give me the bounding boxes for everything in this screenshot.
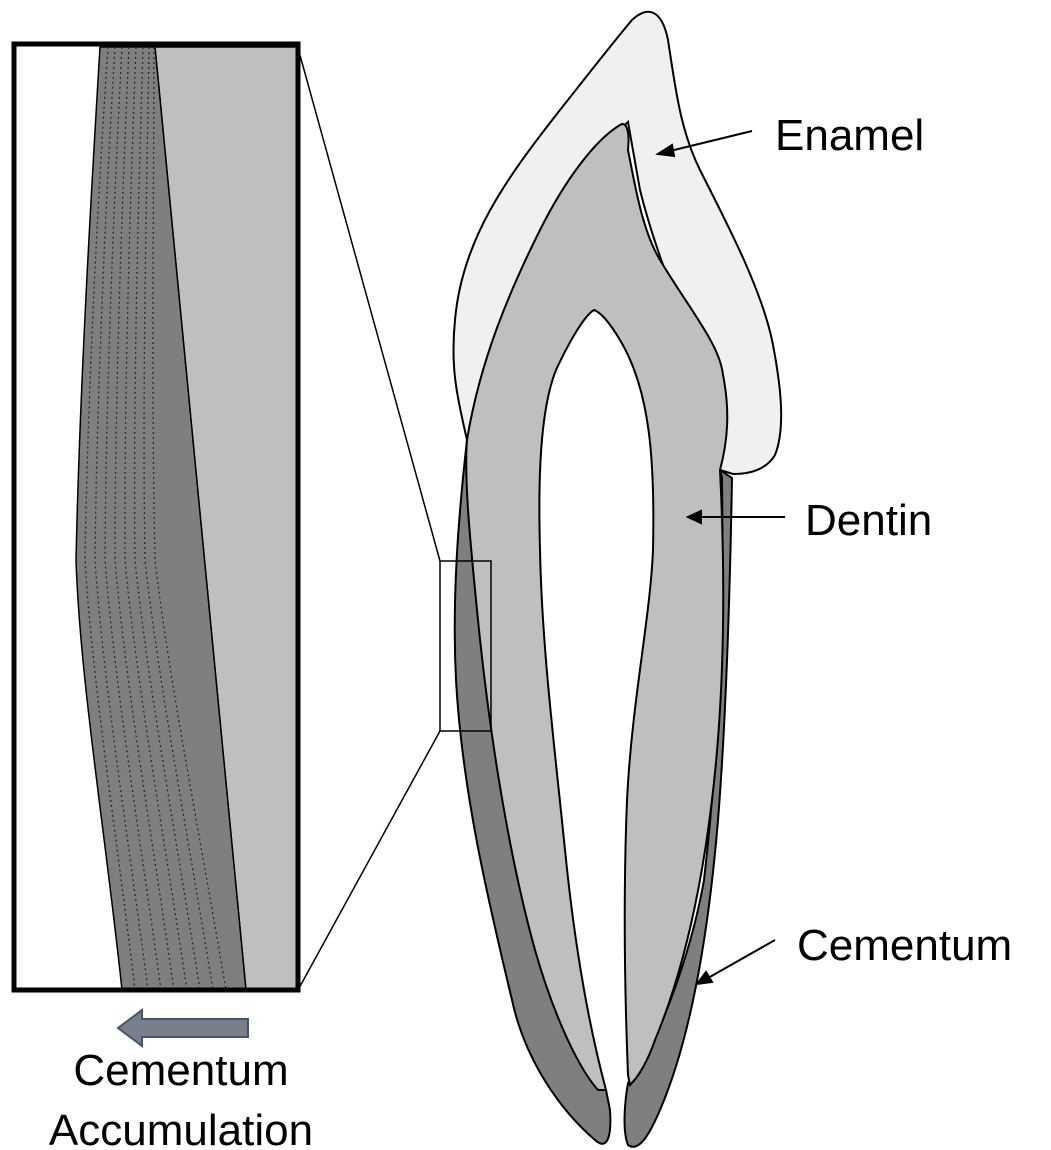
dentin-label: Dentin [805,496,932,545]
cementum-pointer [708,940,775,978]
accumulation-label-line2: Accumulation [49,1106,313,1150]
zoom-connector-bottom [298,731,440,990]
cementum-label: Cementum [797,921,1012,970]
accumulation-arrow-icon [118,1010,248,1046]
accumulation-label-line1: Cementum [73,1046,288,1095]
zoom-connector-top [298,48,440,561]
enamel-label: Enamel [775,111,924,160]
tooth [453,12,781,1147]
zoom-inset [14,44,298,990]
